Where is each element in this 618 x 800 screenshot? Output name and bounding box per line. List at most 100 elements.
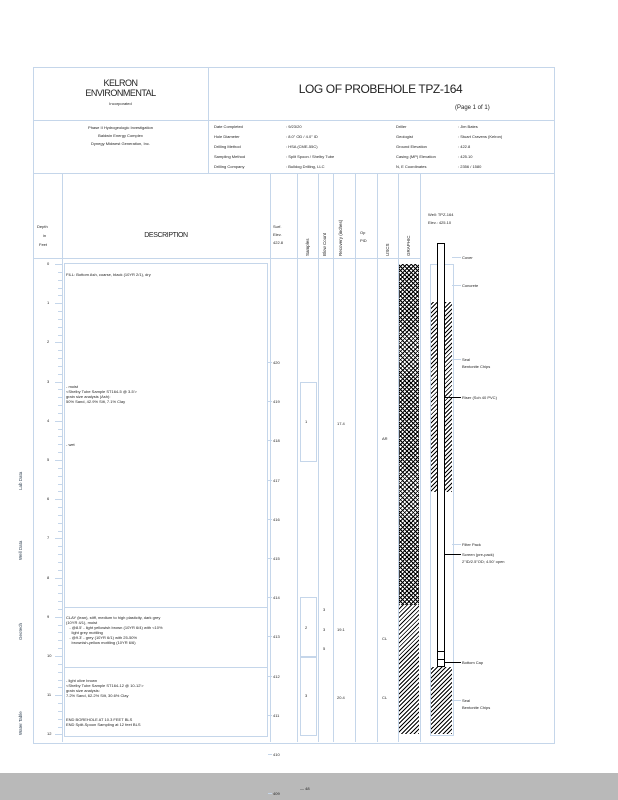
description-line: - light olive brown bbox=[66, 677, 98, 683]
depth-label: 9 bbox=[47, 613, 50, 619]
well-leader bbox=[444, 554, 461, 555]
project-line: Phase II Hydrogeologic Investigation bbox=[88, 125, 153, 130]
elevation-label: 420 bbox=[273, 360, 280, 365]
description-line: - @8.5' - light yellowish brown (10YR 6/… bbox=[66, 624, 163, 630]
well-leader bbox=[444, 397, 461, 398]
depth-minor-tick bbox=[58, 561, 63, 563]
uscs-header: USCS bbox=[385, 243, 390, 256]
description-block: CLAY (lean), stiff, medium to high plast… bbox=[66, 615, 163, 645]
elevation-label: 411 bbox=[273, 712, 280, 718]
depth-minor-tick bbox=[58, 365, 63, 367]
depth-tick bbox=[55, 420, 63, 422]
depth-tick bbox=[55, 656, 63, 657]
depth-label: 7 bbox=[47, 535, 50, 541]
depth-minor-tick bbox=[58, 452, 63, 454]
depth-label: 4 bbox=[47, 417, 50, 423]
depth-tick bbox=[55, 734, 63, 736]
project-line: Dynegy Midwest Generation, Inc. bbox=[91, 141, 150, 146]
info-row: Drilling Method: HSA (CME-55C) bbox=[214, 144, 318, 149]
description-line: <Shelby Tube Sample ST164-5 @ 3-5'> bbox=[66, 388, 137, 394]
column-divider bbox=[318, 173, 319, 742]
description-line: FILL: Bottom Ash, coarse, black (10YR 2/… bbox=[66, 271, 151, 277]
depth-label: 8 bbox=[47, 574, 50, 580]
screen-joint bbox=[437, 659, 445, 660]
depth-minor-tick bbox=[58, 334, 63, 336]
well-label: Cover bbox=[462, 255, 473, 260]
company-name: KELRON bbox=[103, 78, 138, 88]
depth-minor-tick bbox=[58, 373, 63, 375]
footer-mark: — 48 bbox=[300, 786, 310, 791]
depth-minor-tick bbox=[58, 279, 63, 281]
depth-tick bbox=[55, 577, 63, 579]
description-line: grain size analysis: bbox=[66, 687, 100, 693]
depth-minor-tick bbox=[58, 710, 63, 712]
depth-minor-tick bbox=[58, 522, 63, 524]
depth-label: 10 bbox=[47, 653, 52, 658]
info-row: Drilling Company: Bulldog Drilling, LLC bbox=[214, 164, 325, 169]
depth-minor-tick bbox=[58, 428, 63, 430]
blow-count: 3 bbox=[323, 607, 326, 612]
depth-minor-tick bbox=[58, 295, 63, 297]
info-row: Ground Elevation: 422.8 bbox=[396, 144, 471, 149]
elevation-tick bbox=[268, 362, 272, 363]
depth-minor-tick bbox=[58, 726, 63, 728]
depth-label: 3 bbox=[47, 378, 50, 384]
sample-number: 1 bbox=[305, 418, 308, 424]
recovery-header: Recovery (inches) bbox=[338, 219, 343, 256]
column-divider bbox=[270, 173, 271, 742]
well-casing bbox=[437, 243, 445, 667]
project-info: Phase II Hydrogeologic Investigation Bal… bbox=[33, 125, 208, 146]
depth-minor-tick bbox=[58, 507, 63, 509]
depth-minor-tick bbox=[58, 271, 63, 273]
depth-minor-tick bbox=[58, 475, 63, 477]
elevation-tick bbox=[268, 714, 272, 716]
well-label: Screen (pre-pack) bbox=[462, 552, 495, 557]
description-line: brownish-yellow mottling (10YR 6/6) bbox=[66, 639, 136, 645]
info-row: Sampling Method: Split Spoon / Shelby Tu… bbox=[214, 154, 335, 159]
well-leader bbox=[452, 285, 461, 286]
side-label: Geotech bbox=[18, 622, 23, 640]
description-line: END BOREHOLE AT 10.3 FEET BLS bbox=[66, 716, 133, 722]
depth-minor-tick bbox=[58, 389, 63, 391]
depth-minor-tick bbox=[58, 703, 63, 705]
depth-label: 0 bbox=[47, 261, 50, 266]
elevation-tick bbox=[268, 636, 272, 638]
depth-minor-tick bbox=[58, 585, 63, 587]
project-line: Baldwin Energy Complex bbox=[98, 133, 143, 138]
depth-minor-tick bbox=[58, 358, 63, 360]
depth-minor-tick bbox=[58, 601, 63, 603]
depth-minor-tick bbox=[58, 287, 63, 289]
ash-graphic bbox=[399, 264, 419, 605]
depth-label: 1 bbox=[47, 300, 50, 306]
clay-graphic bbox=[399, 605, 419, 734]
info-row: Date Completed: 9/23/20 bbox=[214, 124, 302, 129]
well-label: Seal bbox=[462, 698, 471, 703]
info-row: Casing (MP) Elevation: 425.10 bbox=[396, 154, 473, 159]
description-line: END Split-Spoon Sampling at 12 feet BLS bbox=[66, 721, 141, 727]
depth-minor-tick bbox=[58, 640, 63, 642]
elevation-tick bbox=[268, 597, 272, 599]
depth-tick bbox=[55, 342, 63, 344]
side-label: Water Table bbox=[18, 711, 23, 735]
depth-minor-tick bbox=[58, 593, 63, 595]
depth-minor-tick bbox=[58, 405, 63, 407]
page-number: (Page 1 of 1) bbox=[455, 105, 490, 111]
divider bbox=[33, 258, 421, 259]
column-divider bbox=[377, 173, 378, 742]
well-leader bbox=[452, 257, 461, 258]
well-label: Bentonite Chips bbox=[462, 705, 491, 710]
graphic-header: GRAPHIC bbox=[406, 235, 411, 256]
elevation-label: 414 bbox=[273, 595, 280, 601]
depth-minor-tick bbox=[58, 530, 63, 532]
depth-minor-tick bbox=[58, 467, 63, 469]
sample-box bbox=[300, 597, 317, 658]
well-label: 2"ID/2.5"OD; 4.50' open bbox=[462, 559, 505, 564]
elevation-tick bbox=[268, 479, 272, 481]
well-label: Bentonite Chips bbox=[462, 364, 491, 369]
log-frame bbox=[33, 67, 555, 744]
depth-minor-tick bbox=[58, 491, 63, 493]
bentonite-seal-lower bbox=[431, 667, 452, 734]
depth-minor-tick bbox=[58, 608, 63, 610]
elevation-tick bbox=[268, 558, 272, 559]
depth-label: 2 bbox=[47, 339, 50, 345]
